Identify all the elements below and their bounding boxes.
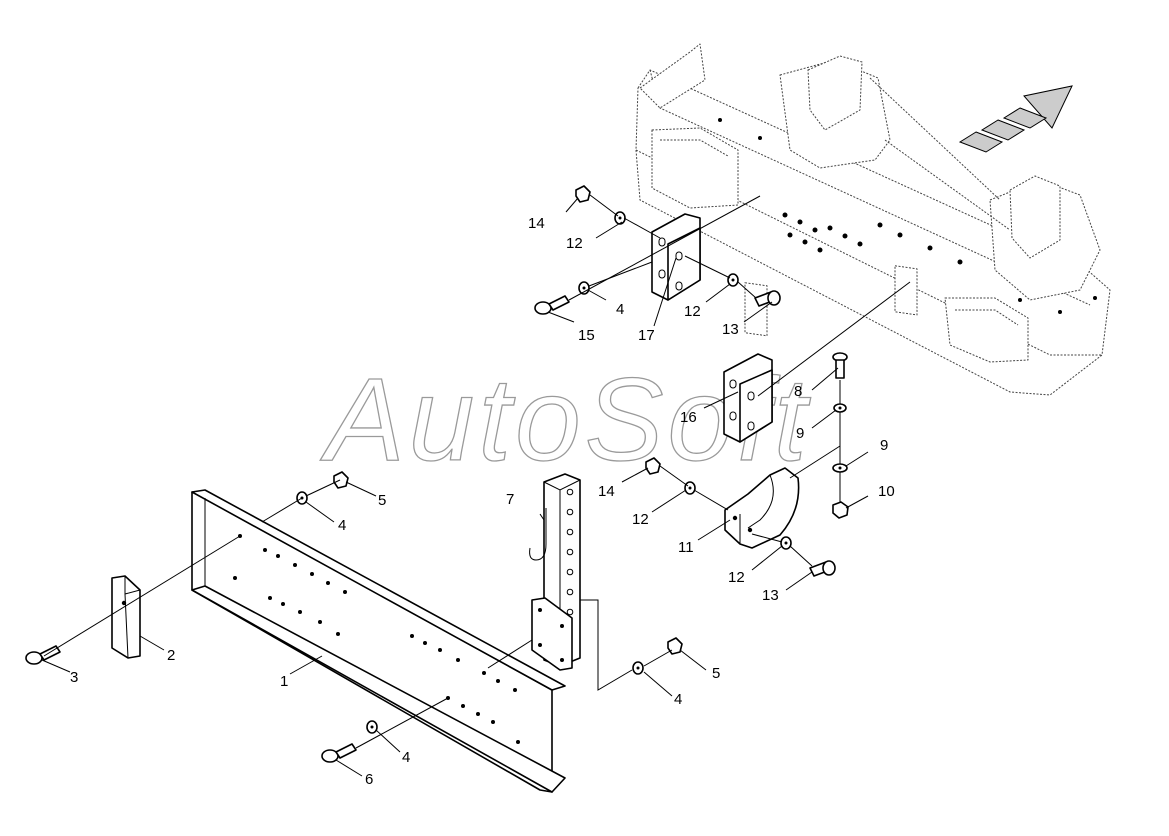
callout-12-b: 12	[684, 303, 701, 320]
callout-12-a: 12	[566, 235, 583, 252]
callout-4-c: 4	[674, 691, 682, 708]
part-13-bolt-upper	[754, 290, 781, 307]
callout-15: 15	[578, 327, 595, 344]
callout-10: 10	[878, 483, 895, 500]
part-11-curved-bracket	[724, 467, 800, 549]
callout-7: 7	[506, 491, 514, 508]
part-7-vertical-bracket	[529, 473, 581, 671]
callout-6: 6	[365, 771, 373, 788]
forward-direction-arrow-icon	[958, 85, 1073, 153]
callout-17: 17	[638, 327, 655, 344]
callout-4-a: 4	[338, 517, 346, 534]
assembly-lines	[43, 194, 911, 749]
part-16-bracket	[723, 353, 773, 443]
callout-9-a: 9	[796, 425, 804, 442]
callout-2: 2	[167, 647, 175, 664]
callout-13-a: 13	[722, 321, 739, 338]
part-13-bolt-lower	[809, 560, 836, 577]
callout-9-b: 9	[880, 437, 888, 454]
part-3-bolt	[25, 645, 61, 665]
part-17-bracket	[651, 213, 701, 301]
part-8-bolt	[832, 352, 848, 379]
callout-5-b: 5	[712, 665, 720, 682]
callout-11: 11	[678, 539, 694, 556]
callout-13-b: 13	[762, 587, 779, 604]
callout-16: 16	[680, 409, 697, 426]
callout-5-a: 5	[378, 492, 386, 509]
callout-8: 8	[794, 383, 802, 400]
callout-3: 3	[70, 669, 78, 686]
callout-12-d: 12	[728, 569, 745, 586]
part-15-bolt	[534, 295, 570, 315]
callout-4-d: 4	[616, 301, 624, 318]
callout-12-c: 12	[632, 511, 649, 528]
vehicle-frame	[635, 43, 1111, 396]
callout-4-b: 4	[402, 749, 410, 766]
part-6-bolt	[321, 743, 357, 763]
callout-14-a: 14	[528, 215, 545, 232]
part-1-channel-beam	[191, 489, 566, 793]
callout-14-b: 14	[598, 483, 615, 500]
callout-1: 1	[280, 673, 288, 690]
part-2-spacer-block	[111, 575, 141, 659]
callout-labels: 1 2 3 4 5 6 4 7 4 5 14 12 4 15 17 12 13 …	[70, 215, 895, 788]
leader-lines	[41, 197, 869, 777]
nuts	[333, 185, 849, 655]
